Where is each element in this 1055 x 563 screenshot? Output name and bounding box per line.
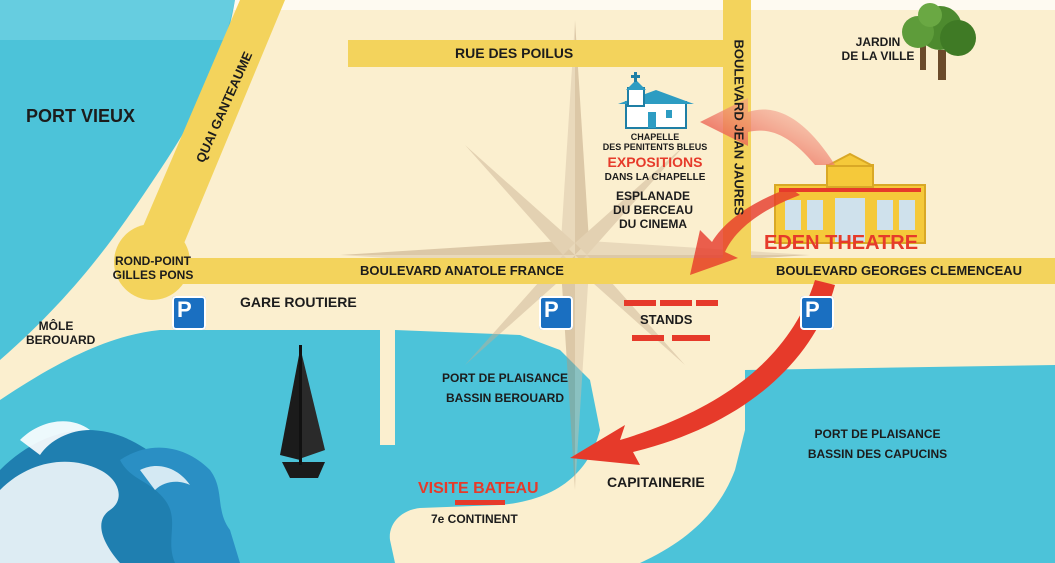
label-gare-routiere: GARE ROUTIERE (240, 294, 357, 310)
label-bd-anatole-france: BOULEVARD ANATOLE FRANCE (360, 263, 564, 278)
capucins-water (640, 365, 1055, 563)
label-stands: STANDS (640, 312, 693, 327)
label-continent: 7e CONTINENT (431, 512, 518, 526)
parking-icon: P (800, 296, 834, 330)
port-vieux-water (0, 0, 235, 360)
label-expositions: EXPOSITIONS (607, 154, 703, 170)
parking-icon: P (539, 296, 573, 330)
label-bd-jean-jaures: BOULEVARD JEAN JAURES (731, 39, 747, 216)
theatre-icon (774, 152, 926, 244)
road-bd-anatole-france (130, 258, 1055, 284)
label-bd-clemenceau: BOULEVARD GEORGES CLEMENCEAU (776, 263, 1023, 278)
label-visite-bateau: VISITE BATEAU (418, 480, 539, 497)
label-capitainerie: CAPITAINERIE (607, 474, 705, 490)
road-rue-des-poilus (348, 40, 723, 67)
parking-icon: P (172, 296, 206, 330)
label-port-vieux: PORT VIEUX (26, 106, 136, 126)
label-rue-des-poilus: RUE DES POILUS (455, 45, 574, 61)
label-eden-theatre: EDEN THEATRE (764, 232, 919, 254)
label-expositions-sub: DANS LA CHAPELLE (604, 172, 706, 183)
stands-markers (624, 300, 718, 341)
chapel-icon (618, 72, 694, 129)
sailboat-icon (280, 345, 325, 478)
road-quai-ganteaume (135, 0, 285, 265)
tree-icon (902, 3, 976, 80)
rond-point (114, 224, 190, 300)
wave-icon (0, 421, 240, 563)
